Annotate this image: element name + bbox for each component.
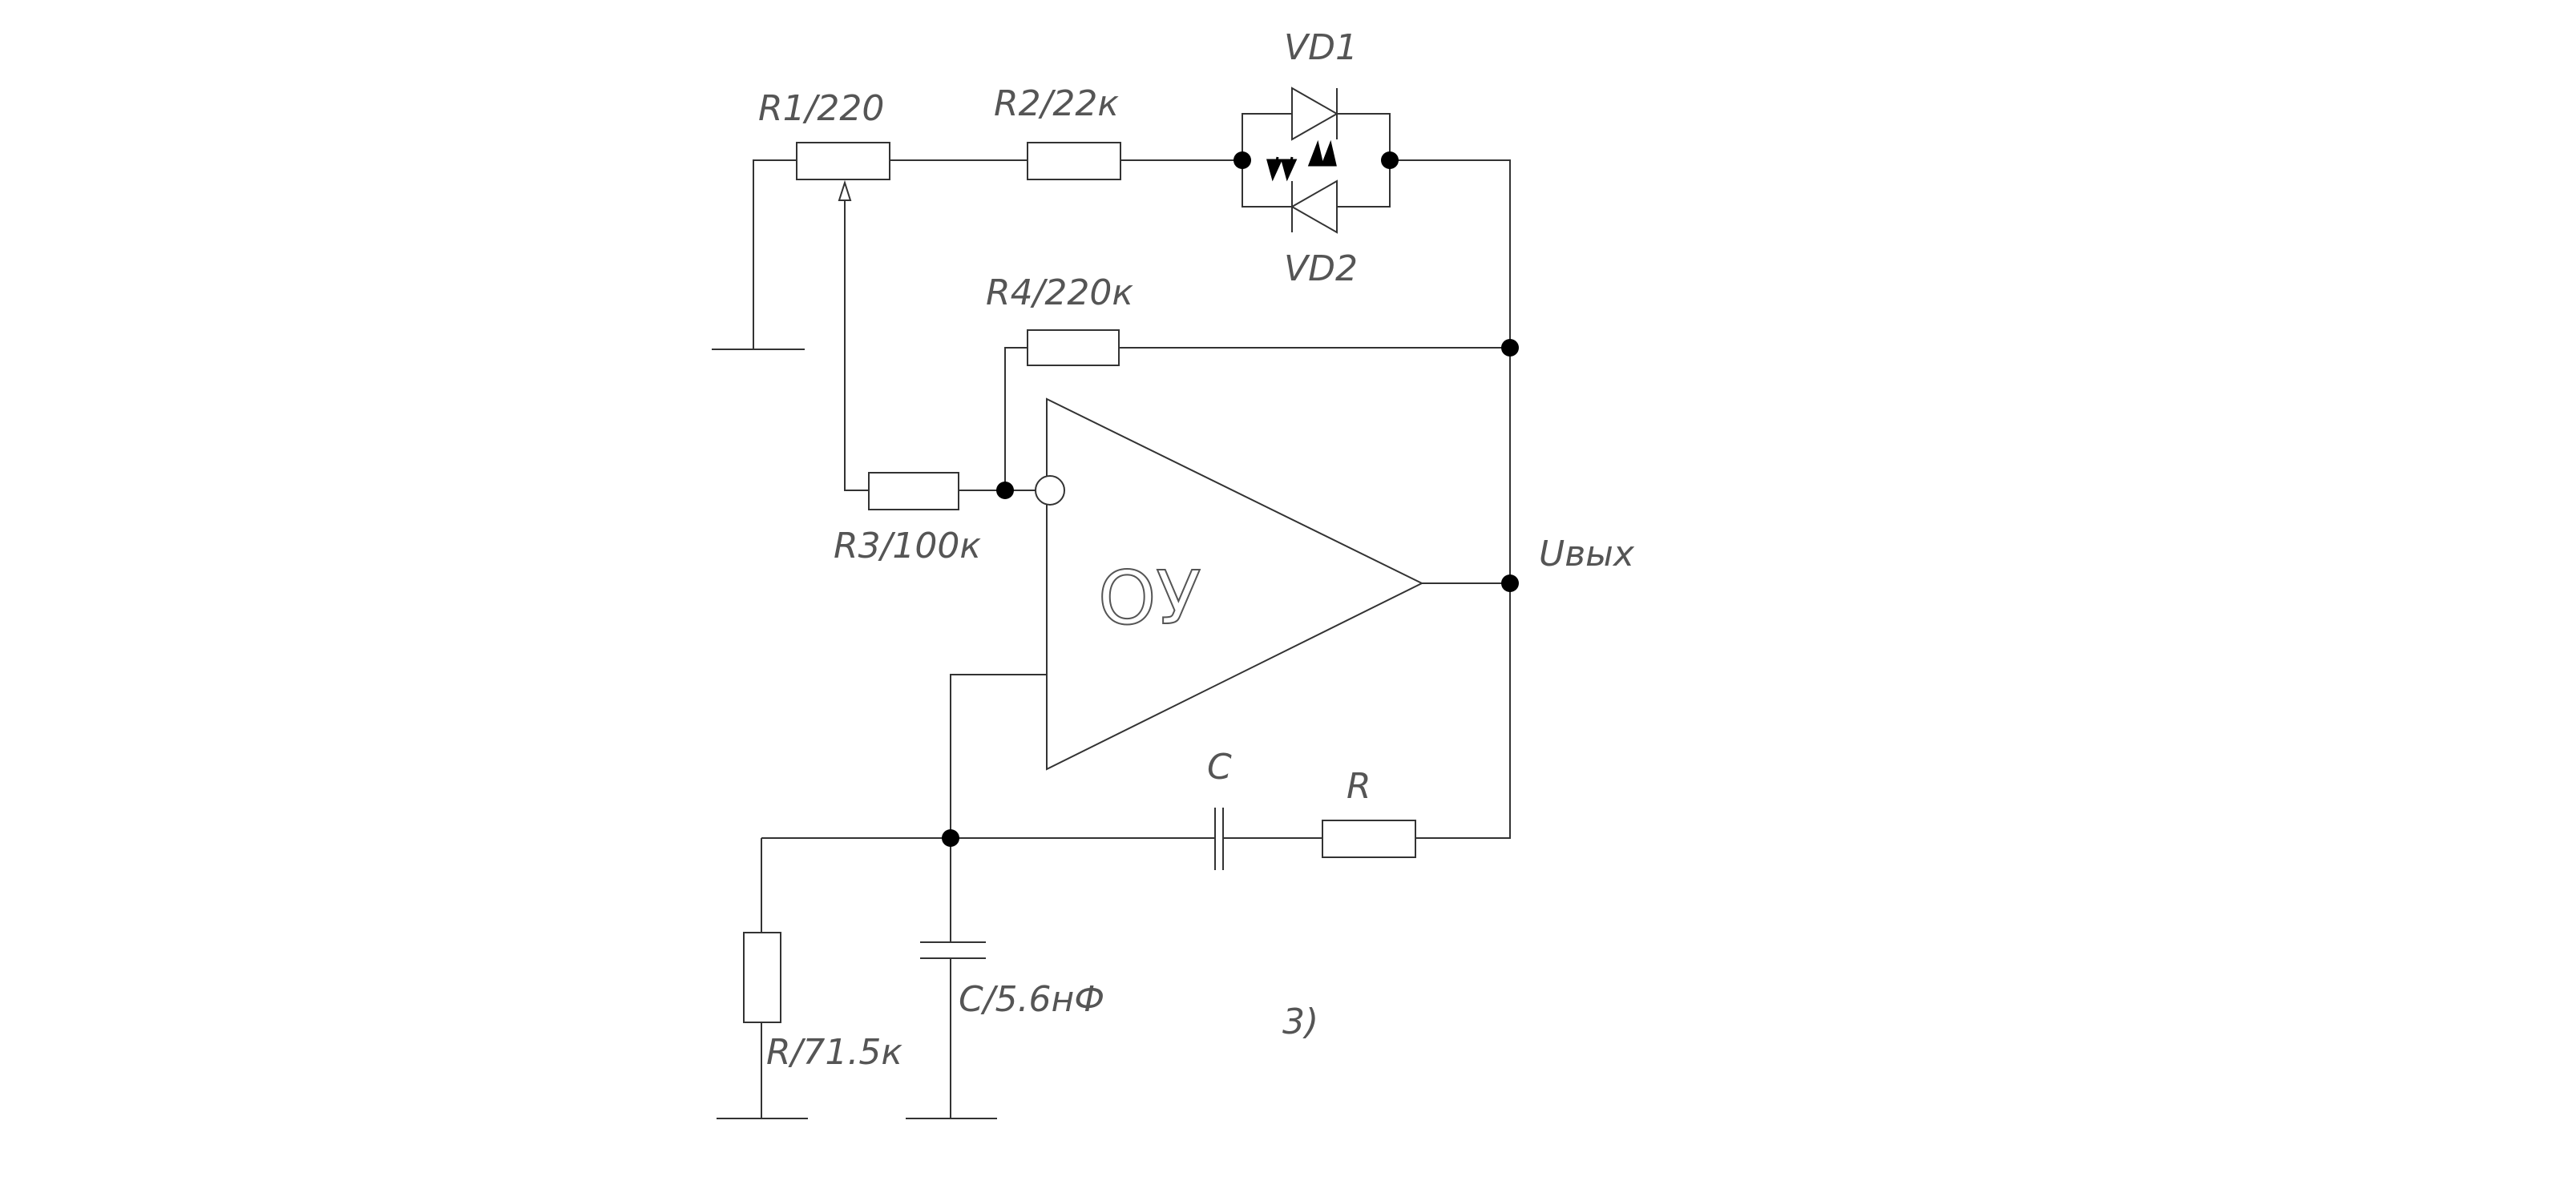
label-vd2: VD2 (1284, 248, 1358, 289)
junction-dots (942, 151, 1519, 847)
label-vd1: VD1 (1284, 27, 1358, 68)
capacitor-c-shunt (920, 941, 986, 959)
op-amp-triangle (1046, 397, 1424, 771)
potentiometer-wiper-arrow-icon (838, 179, 852, 201)
inverting-input-marker (1035, 475, 1065, 506)
resistor-r-series (1322, 820, 1416, 858)
label-r-shunt: R/71.5к (766, 1032, 902, 1073)
label-output-voltage: Uвых (1539, 534, 1635, 574)
wires (712, 159, 1511, 1119)
resistor-r-shunt (743, 932, 781, 1023)
label-r2: R2/22к (994, 83, 1119, 124)
label-r1: R1/220 (758, 88, 884, 129)
diode-vd1-icon (1291, 87, 1339, 141)
label-c-series: C (1207, 747, 1232, 788)
resistor-r3 (868, 472, 959, 510)
label-opamp: ОУ (1098, 555, 1201, 641)
label-r3: R3/100к (834, 526, 981, 566)
resistor-r4 (1027, 329, 1120, 366)
diode-vd2-icon (1290, 179, 1338, 234)
diode-pair-vd1-vd2 (1242, 87, 1391, 234)
label-c-shunt: C/5.6нФ (959, 979, 1104, 1020)
resistor-r1-potentiometer (796, 142, 890, 180)
label-r-series: R (1347, 766, 1371, 807)
resistor-r2 (1027, 142, 1121, 180)
light-arrows-icon (1266, 139, 1337, 182)
label-r4: R4/220к (986, 272, 1133, 313)
figure-label: 3) (1282, 1002, 1318, 1042)
capacitor-c-series (1214, 808, 1224, 870)
